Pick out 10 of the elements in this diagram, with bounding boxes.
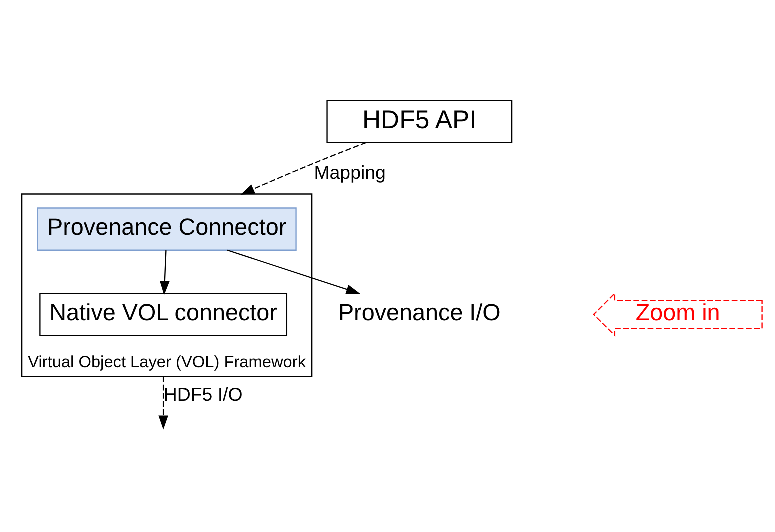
node-box: Native VOL connector bbox=[40, 292, 288, 336]
node-box: HDF5 API bbox=[326, 100, 513, 143]
node-box: Provenance Connector bbox=[37, 207, 297, 250]
arrow bbox=[158, 376, 168, 430]
arrow bbox=[160, 250, 170, 295]
edge-label: Mapping bbox=[314, 161, 386, 182]
edge-label: HDF5 I/O bbox=[164, 383, 243, 404]
node-text: Provenance I/O bbox=[338, 299, 501, 326]
arrow bbox=[227, 249, 360, 294]
arrow bbox=[240, 142, 367, 194]
